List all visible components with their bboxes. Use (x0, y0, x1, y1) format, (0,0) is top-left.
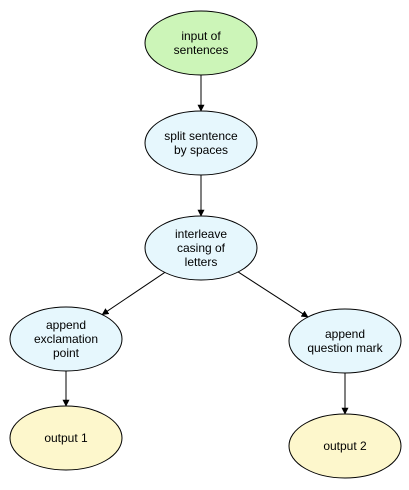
node-output-1: output 1 (9, 405, 123, 471)
node-label-line: split sentence (164, 129, 238, 143)
node-shape (144, 215, 258, 281)
node-shape (288, 308, 402, 374)
node-shape (288, 413, 402, 479)
node-shape (144, 110, 258, 176)
node-label-line: append (46, 318, 86, 332)
node-label-line: question mark (307, 341, 383, 355)
node-label-line: exclamation (34, 332, 98, 346)
node-label-line: output 1 (44, 431, 88, 445)
node-label-line: by spaces (174, 143, 228, 157)
node-label-line: input of (181, 29, 221, 43)
node-output-2: output 2 (288, 413, 402, 479)
node-shape (9, 405, 123, 471)
edge-interleave-to-append-question (237, 271, 309, 318)
node-shape (9, 306, 123, 372)
node-label-line: interleave (175, 227, 227, 241)
node-label-line: letters (185, 255, 218, 269)
edge-interleave-to-append-exclamation (101, 271, 166, 316)
node-label-line: casing of (177, 241, 226, 255)
node-shape (144, 10, 258, 76)
node-label-line: output 2 (323, 439, 367, 453)
node-label-line: append (325, 327, 365, 341)
node-label-line: sentences (174, 43, 229, 57)
node-label-line: point (53, 346, 80, 360)
edges (62, 75, 349, 415)
